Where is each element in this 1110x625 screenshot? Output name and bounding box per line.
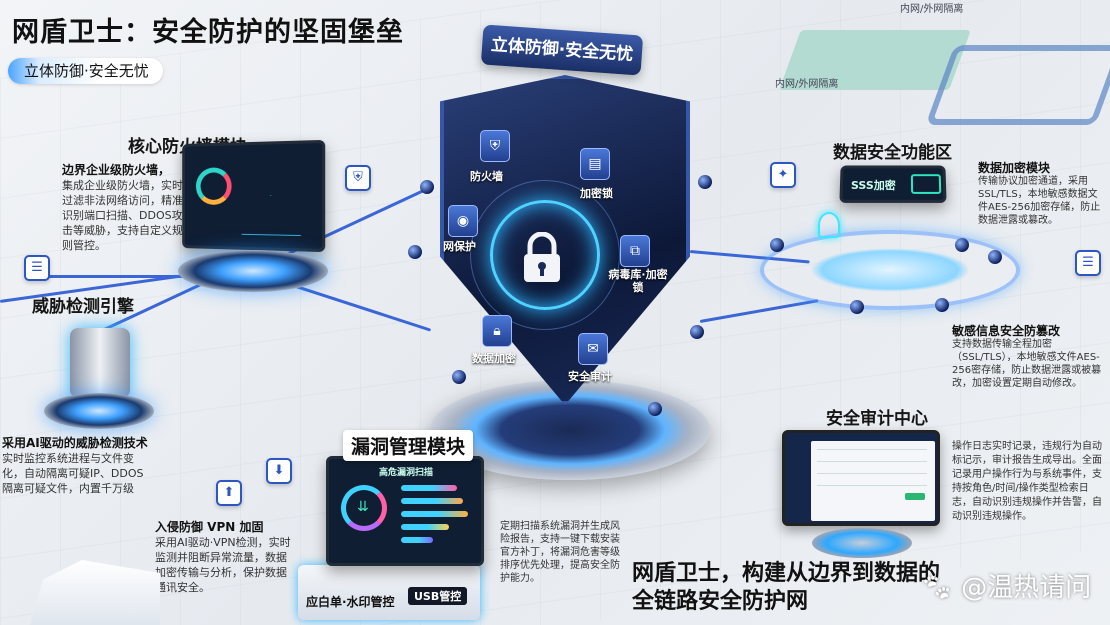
table-row (817, 473, 927, 474)
data-encryption-title: 数据加密模块 (978, 161, 1051, 175)
doc-badge-icon: ☰ (1075, 250, 1101, 276)
gauge-icon (195, 167, 232, 205)
audit-icon: ✉ (578, 333, 608, 365)
watermark: 🐾︎ @温热请问 (920, 567, 1091, 604)
vuln-bar (401, 485, 457, 491)
firewall-pedestal (178, 250, 328, 292)
sensitive-data-body: 支持数据传输全程加密（SSL/TLS），本地敏感文件AES-256密存储，防止数… (952, 339, 1102, 389)
server-badge-icon: ☰ (24, 255, 50, 281)
threat-lead: 采用AI驱动的威胁检测技术 (2, 436, 148, 450)
map-label: 内网/外网隔离 (900, 4, 964, 15)
threat-engine-pedestal (44, 393, 154, 429)
audit-monitor-stand (812, 528, 912, 558)
network-node (955, 238, 969, 252)
drop-shield-icon (818, 212, 840, 238)
shield-item-label: 防火墙 (470, 170, 503, 183)
data-security-title: 数据安全功能区 (833, 143, 952, 163)
threat-engine-text: 采用AI驱动的威胁检测技术 实时监控系统进程与文件变化，自动隔离可疑IP、DDO… (2, 436, 152, 496)
download-arrow-icon: ⇊ (357, 499, 369, 515)
shield-item-label: 网保护 (443, 240, 476, 253)
network-node (420, 180, 434, 194)
data-badge-icon: ✦ (770, 162, 796, 188)
firewall-lead: 边界企业级防火墙， (62, 163, 171, 177)
key-icon (910, 174, 942, 194)
shield-item-label: 病毒库·加密锁 (608, 268, 668, 294)
vuln-module-text: 定期扫描系统漏洞并生成风险报告，支持一键下载安装官方补丁，将漏洞危害等级排序优先… (500, 521, 620, 584)
shield-badge-icon: ⛨ (345, 165, 371, 191)
vuln-bar (401, 511, 469, 517)
intrusion-body: 采用AI驱动·VPN检测，实时监测并阻断异常流量，数据加密传输与分析，保护数据通… (155, 536, 291, 594)
data-encryption-body: 传输协议加密通道，采用SSL/TLS，本地敏感数据文件AES-256加密存储，防… (978, 176, 1101, 226)
audit-monitor (782, 430, 940, 526)
vuln-dashboard-screen: 高危漏洞扫描 ⇊ (326, 456, 484, 566)
threat-engine-title: 威胁检测引擎 (32, 297, 134, 317)
vuln-bar (401, 537, 433, 543)
vuln-bar (401, 524, 449, 530)
network-protect-icon: ◉ (448, 205, 478, 237)
watermark-text: @温热请问 (961, 573, 1092, 603)
subtitle-pill: 立体防御·安全无忧 (8, 58, 163, 84)
data-platform (810, 248, 970, 292)
shield-item-label: 数据加密 (472, 352, 516, 365)
table-row (817, 485, 927, 486)
network-node (770, 238, 784, 252)
usb-control-label: USB管控 (408, 587, 468, 605)
intrusion-title: 入侵防御 VPN 加固 (155, 520, 264, 534)
footer-line-2: 全链路安全防护网 (632, 589, 809, 614)
vuln-gauge-icon (341, 485, 387, 531)
network-node (648, 402, 662, 416)
data-platform-ring (760, 230, 1020, 310)
footer-slogan: 网盾卫士，构建从边界到数据的 全链路安全防护网 (632, 560, 940, 616)
vuln-module-title: 漏洞管理模块 (343, 430, 474, 461)
vpn-badge-icon: ⬇ (266, 458, 292, 484)
firewall-icon: ⛨ (480, 130, 510, 162)
firewall-dashboard-screen (182, 139, 326, 253)
firewall-module-text: 边界企业级防火墙， 集成企业级防火墙，实时过滤非法网络访问，精准识别端口扫描、D… (62, 163, 190, 253)
table-row (817, 461, 927, 462)
virus-db-icon: ⧉ (620, 235, 650, 267)
chart-icon (241, 195, 301, 236)
audit-export-button[interactable] (905, 493, 925, 500)
page-title: 网盾卫士：安全防护的坚固堡垒 (12, 17, 404, 48)
network-node (690, 325, 704, 339)
network-node (988, 250, 1002, 264)
encryption-icon: ▤ (580, 148, 610, 180)
firewall-body: 集成企业级防火墙，实时过滤非法网络访问，精准识别端口扫描、DDOS攻击等威胁，支… (62, 179, 183, 252)
base-label: 应白单·水印管控 (306, 595, 395, 609)
data-encrypt-icon: 🔒︎ (482, 315, 512, 347)
padlock-icon (524, 232, 560, 282)
audit-log-table (811, 441, 935, 521)
footer-line-1: 网盾卫士，构建从边界到数据的 (632, 561, 941, 586)
sensitive-data-text: 敏感信息安全防篡改 支持数据传输全程加密（SSL/TLS），本地敏感文件AES-… (952, 325, 1102, 390)
network-node (452, 370, 466, 384)
vuln-bar (401, 498, 464, 504)
shield-item-label: 安全审计 (568, 370, 612, 383)
ssl-panel-label: SSS加密 (850, 179, 896, 192)
threat-body: 实时监控系统进程与文件变化，自动隔离可疑IP、DDOS隔离可疑文件，内置千万级 (2, 452, 144, 495)
audit-center-title: 安全审计中心 (826, 409, 928, 429)
network-node (935, 298, 949, 312)
vuln-bar-chart (401, 485, 481, 550)
connector-line (30, 275, 200, 278)
table-row (817, 449, 927, 450)
data-layer-frame (925, 45, 1110, 125)
intrusion-badge-icon: ⬆ (216, 480, 242, 506)
paw-icon: 🐾︎ (920, 573, 954, 603)
sensitive-data-title: 敏感信息安全防篡改 (952, 324, 1061, 338)
outer-ring (470, 180, 620, 330)
network-node (850, 300, 864, 314)
network-node (408, 245, 422, 259)
map-label: 内网/外网隔离 (775, 79, 839, 90)
threat-engine-device (70, 328, 130, 398)
intrusion-text: 入侵防御 VPN 加固 采用AI驱动·VPN检测，实时监测并阻断异常流量，数据加… (155, 520, 295, 595)
shield-item-label: 加密锁 (580, 187, 613, 200)
ssl-panel: SSS加密 (839, 165, 947, 203)
keyboard-base: 应白单·水印管控 USB管控 (298, 565, 480, 620)
vuln-screen-title: 高危漏洞扫描 (379, 468, 434, 478)
network-node (698, 175, 712, 189)
data-encryption-text: 数据加密模块 传输协议加密通道，采用SSL/TLS，本地敏感数据文件AES-25… (978, 162, 1106, 227)
audit-center-text: 操作日志实时记录，违规行为自动标记示，审计报告生成导出。全面记录用户操作行为与系… (952, 441, 1102, 522)
